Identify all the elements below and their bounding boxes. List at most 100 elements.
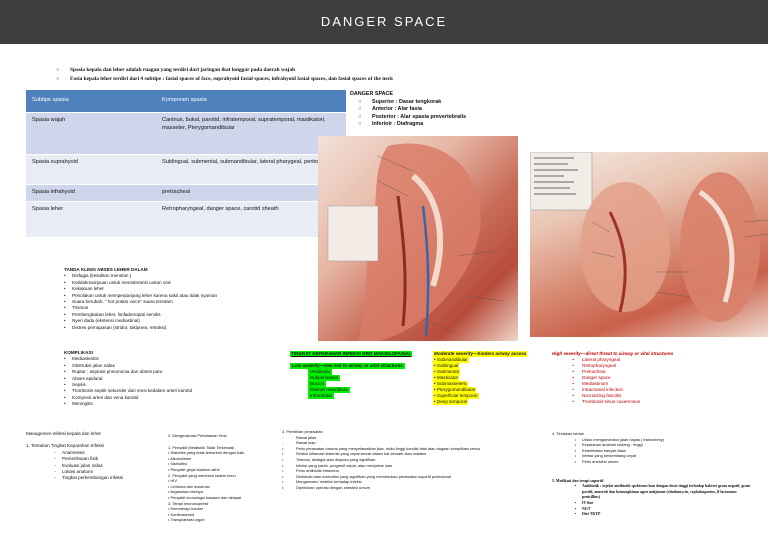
high-severity-heading: High severity—direct threat to airway or… — [552, 351, 674, 356]
list-item: Infraorbital — [308, 393, 334, 399]
list-item: •Dehidrasi atau malnutrisi yang signifik… — [282, 473, 451, 479]
section-heading: Managemen infeksi kepala dan leher — [26, 431, 102, 436]
list-item: Deep temporal — [436, 399, 468, 404]
list-item: •Perlu perawatan darurat yang menyelamat… — [282, 445, 481, 451]
list-item: • Diabetes yang tidak terkontrol dengan … — [168, 450, 245, 456]
list-item: -Lokasi anatomi — [54, 469, 93, 475]
table-cell: Spasia suprahyoid — [26, 154, 156, 185]
surgery-block: 4. Tindakan bedah •Untuk mengamankan jal… — [552, 431, 752, 518]
intro-text: Spasia kepala dan leher adalah ruagan ya… — [70, 67, 296, 73]
list-item: •Obstruksi jalan nafas — [64, 362, 115, 368]
table-cell: Sublingual, submental, submandibular, la… — [156, 154, 346, 185]
list-item: •Retropharyngeal — [572, 363, 616, 368]
list-item: 1. Penyakit Metabolik Tidak Terkendali — [168, 444, 235, 450]
list-item: • Limfoma dan leukemia — [168, 483, 210, 489]
list-item: • Penyakit imunologis bawaan dan didapat — [168, 494, 242, 500]
list-item: •Kekakuan leher — [64, 286, 104, 292]
list-item: -Tingkat perkembangan infeksi — [54, 475, 124, 481]
moderate-severity-heading: Moderate severity—hinders airway access — [433, 351, 528, 357]
list-item: •Trismus, disfagia atau dispnea yang sig… — [282, 456, 376, 462]
severity-heading: TINGKAT KEPARAHAN INFEKSI ORO MAKSILOFAS… — [290, 351, 413, 357]
list-item: •Pretracheal — [572, 369, 606, 374]
list-item: -Anamnesis — [54, 449, 85, 455]
section-heading: 3. Pemilihan perawatan — [282, 429, 323, 434]
list-item: Pterygomandibular — [436, 387, 476, 392]
list-item: •Necrotizing fasciitis — [572, 393, 622, 398]
list-item: • Penyakit ginjal stadium akhir — [168, 466, 220, 472]
list-item: •Ruptur : aspirasi pneumonia dan abses p… — [64, 369, 163, 375]
list-item: •Reaksi inflamasi sistemik yang cepat la… — [282, 451, 427, 457]
list-item: Buccal — [308, 381, 326, 387]
table-row: Spasia leher Retropharyngeal, danger spa… — [26, 201, 346, 238]
fascial-space-table: Subtipe spasia Komponen spasia Spasia wa… — [26, 90, 346, 238]
list-item: •Kompresi arteri dan vena karotid — [64, 394, 139, 400]
clinical-signs: TANDA KLINIS ABSES LEHER DALAM •Disfagia… — [64, 267, 264, 331]
danger-space-heading: DANGER SPACE — [350, 91, 394, 97]
list-item: •Ketidakmampuan untuk mentoleransi caira… — [64, 279, 171, 285]
list-item: •Lateral pharyngeal — [572, 357, 621, 362]
list-item: -Rawat inap : — [282, 440, 318, 446]
danger-space-boundaries: DANGER SPACE ○Superior : Dasar tengkorak… — [350, 91, 466, 129]
list-item: •Infeksi yang berkembang cepat — [574, 453, 637, 459]
list-item: • Alkoholisme — [168, 455, 192, 461]
list-item: •Trombosis sinus cavernosus — [572, 399, 641, 404]
list-item: Submental — [436, 369, 459, 374]
complications: KOMPLIKASI •Mediastenitis •Obstruksi jal… — [64, 350, 264, 408]
intro-bullet: ○Spasia kepala dan leher adalah ruagan y… — [56, 67, 296, 73]
list-item: Submandibular — [436, 357, 468, 362]
list-item: 2. Penyakit yang menekan sistem imun — [168, 472, 236, 478]
table-header-row: Subtipe spasia Komponen spasia — [26, 90, 346, 113]
moderate-severity-block: Moderate severity—hinders airway access … — [433, 351, 528, 405]
list-item: 3. Terapi Imunosupresif — [168, 500, 209, 506]
title-bar: DANGER SPACE — [0, 0, 768, 44]
table-row: Spasia wajah Caninus, bukal, parotid, in… — [26, 112, 346, 155]
section-heading: 2. Mengevaluasi Pertahanan Host — [168, 433, 227, 438]
intro-bullets: ○Spasia kepala dan leher adalah ruagan y… — [56, 66, 576, 84]
table-cell: Spasia leher — [26, 201, 156, 238]
list-item: ○Anterior : Alar fasia — [358, 106, 422, 113]
section-subheading: 1. Tentukan Tingkat Keparahan Infeksi — [26, 443, 105, 449]
list-item: • Kortikosteroid — [168, 511, 195, 517]
list-item: •Danger space — [572, 375, 611, 380]
list-item: •Perlu anestesi umum — [574, 458, 619, 464]
list-item: •Mediastinum — [572, 381, 609, 386]
list-item: •Untuk mengamankan jalan napas ( trakeot… — [574, 436, 664, 442]
high-severity-block: High severity—direct threat to airway or… — [552, 351, 722, 405]
list-item: •NGT — [574, 506, 591, 511]
intro-text: Fasia kepala leher terdiri dari 4 subtip… — [70, 76, 394, 82]
list-item: •Meningitis — [64, 401, 93, 407]
list-item: •Perlu antibiotik intravena — [282, 468, 339, 474]
list-item: Sublingual — [436, 363, 459, 368]
low-severity-heading: Low severity—low risk to airway or vital… — [290, 363, 405, 369]
list-item: • HIV — [168, 478, 177, 484]
list-item: Masticator — [436, 375, 459, 380]
list-item: •Disfagia (kesulitan menelan ) — [64, 273, 132, 279]
host-defense-block: 2. Mengevaluasi Pertahanan Host 1. Penya… — [168, 433, 268, 523]
list-item: •Infeksi yang parah, progresif cepat, at… — [282, 462, 393, 468]
list-item: •Intracranial infection — [572, 387, 624, 392]
list-item: ○Posterior : Alar spasia prevertebralis — [358, 113, 467, 120]
list-item: • Kemoterapi kanker — [168, 506, 204, 512]
management-block: Managemen infeksi kepala dan leher 1. Te… — [26, 431, 156, 482]
list-item: •Distres pernapasan (stridor, takipnea, … — [64, 324, 168, 330]
table-row: Spasia infrahyoid pretracheal — [26, 184, 346, 202]
list-item: •Antibiotik : injeksi antibiotik spektru… — [574, 484, 751, 500]
list-item: •Pembengkakan leher, limfadenopati servi… — [64, 311, 161, 317]
list-item: •Sepsis — [64, 382, 86, 388]
list-item: Subperiosteal — [308, 375, 341, 381]
suprahyoid-fascial-spaces-illustration — [530, 152, 768, 337]
list-item: -Pemeriksaan fisik — [54, 456, 98, 462]
list-item: •Nyeri dada (ekstensi mediastinal) — [64, 318, 140, 324]
list-item: •Suara berubah, " hot potato voice" suar… — [64, 299, 173, 305]
list-item: •IV line — [574, 500, 594, 505]
list-item: ○Inferioir : Diafragma — [358, 121, 424, 128]
list-item: •Diperlukan operasi dengan anestesi umum — [282, 484, 370, 490]
table-header: Subtipe spasia — [26, 90, 156, 113]
list-item: •Diet TKTP — [574, 512, 601, 517]
list-item: •Trombosis septik sekunder dari emsi ked… — [64, 388, 193, 394]
list-item: • Transplantasi organ — [168, 517, 205, 523]
intro-bullet: ○Fasia kepala leher terdiri dari 4 subti… — [56, 76, 394, 82]
table-cell: Caninus, bukal, parotid, infratemporal, … — [156, 112, 346, 155]
table-header: Komponen spasia — [156, 90, 346, 113]
section-heading: 5. Medikasi dan terapi suportif — [552, 478, 604, 483]
